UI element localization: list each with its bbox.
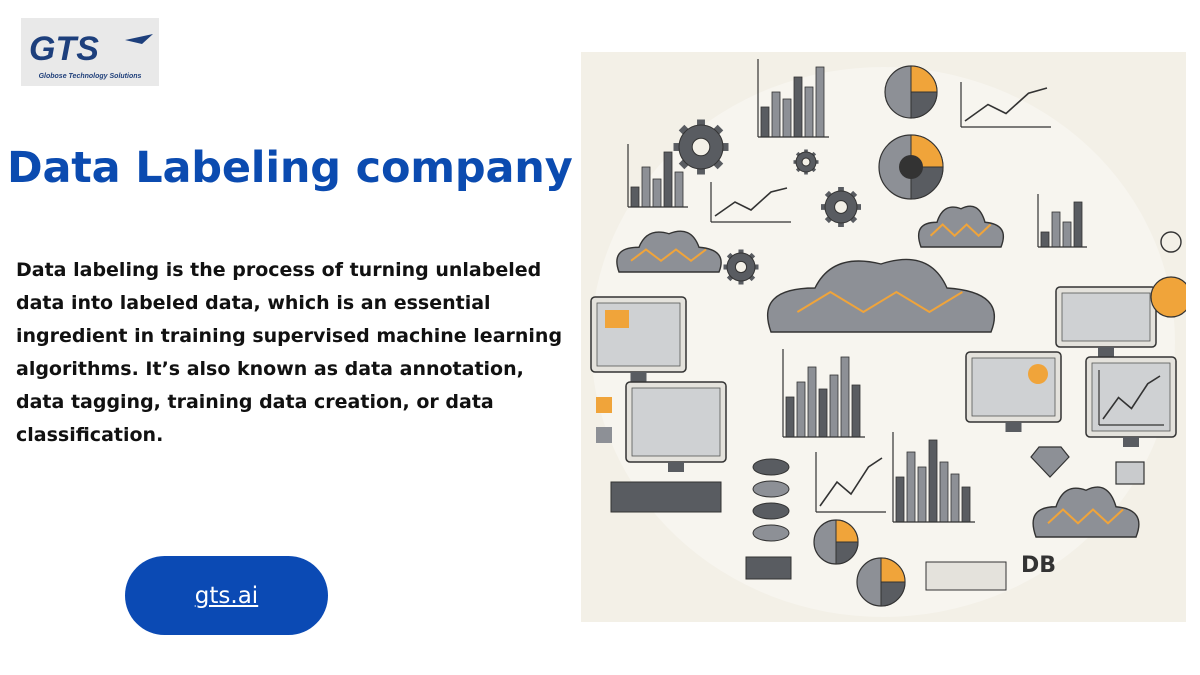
backdrop-shape bbox=[591, 67, 1175, 617]
center-bars-bar bbox=[785, 396, 795, 438]
atom-icon bbox=[1160, 231, 1182, 253]
top-bars-bar bbox=[771, 91, 781, 138]
keyboard-icon bbox=[610, 481, 722, 513]
top-pie-slice bbox=[910, 65, 938, 93]
right-bars-bar bbox=[1073, 201, 1083, 248]
lower-pie-slice bbox=[880, 557, 906, 583]
right-small-cloud-trend bbox=[929, 223, 992, 238]
top-bars-bar bbox=[793, 76, 803, 138]
db-label: DB bbox=[1021, 553, 1056, 578]
lower-left-pie-slice bbox=[835, 519, 859, 543]
lower-bars-bar bbox=[906, 451, 916, 523]
center-right-monitor-stand bbox=[1005, 422, 1022, 432]
left-monitor-stand bbox=[630, 372, 647, 382]
data-illustration: DB bbox=[581, 52, 1192, 622]
left-monitor-accent bbox=[605, 310, 629, 328]
website-link-button[interactable]: gts.ai bbox=[125, 556, 328, 635]
lower-bars-bar bbox=[950, 473, 960, 523]
right-bars-bar bbox=[1051, 211, 1061, 248]
left-cloud-icon bbox=[616, 230, 722, 273]
block-icon bbox=[745, 556, 792, 580]
mid-left-chart-line bbox=[714, 187, 788, 217]
right-top-monitor-stand bbox=[1098, 347, 1114, 357]
database-disk-icon bbox=[752, 524, 790, 542]
top-pie-slice bbox=[910, 91, 938, 119]
page-title: Data Labeling company bbox=[7, 143, 573, 193]
illustration-canvas: DB bbox=[590, 59, 1192, 617]
left-bars-bar bbox=[641, 166, 651, 208]
center-right-monitor-accent bbox=[1028, 364, 1048, 384]
lower-pie-slice bbox=[880, 581, 906, 607]
center-bars-bar bbox=[840, 356, 850, 438]
lower-bars-bar bbox=[928, 439, 938, 523]
database-disk-icon bbox=[752, 458, 790, 476]
lock-icon bbox=[1115, 461, 1145, 485]
description-text: Data labeling is the process of turning … bbox=[16, 259, 563, 446]
big-cloud-trend bbox=[796, 290, 963, 314]
top-bars-bar bbox=[782, 98, 792, 138]
lower-right-cloud-icon bbox=[1032, 486, 1140, 538]
top-left-gear-hole bbox=[691, 137, 711, 157]
tiny-gear-hole bbox=[801, 157, 811, 167]
lower-left-pie-slice bbox=[835, 541, 859, 565]
gts-logo-mark: GTS bbox=[29, 30, 153, 68]
lower-bars-bar bbox=[939, 461, 949, 523]
center-bars-bar bbox=[807, 366, 817, 438]
logo-swoosh-icon bbox=[125, 34, 153, 44]
lower-bars-bar bbox=[895, 476, 905, 523]
lower-bars-bar bbox=[917, 466, 927, 523]
small-square bbox=[596, 427, 612, 443]
lower-right-cloud-trend bbox=[1047, 508, 1124, 525]
small-accent-square bbox=[596, 397, 612, 413]
top-bars-bar bbox=[815, 66, 825, 138]
top-bars-bar bbox=[760, 106, 770, 138]
database-disk-icon bbox=[752, 480, 790, 498]
right-monitor-chart-line bbox=[1102, 375, 1161, 420]
right-edge-pie-icon bbox=[1150, 276, 1192, 318]
right-bars-bar bbox=[1040, 231, 1050, 248]
left-bars-bar bbox=[663, 151, 673, 208]
top-bars-bar bbox=[804, 86, 814, 138]
diamond-icon bbox=[1030, 446, 1070, 478]
right-small-cloud-icon bbox=[917, 205, 1005, 248]
center-bars-bar bbox=[818, 388, 828, 438]
left-bars-bar bbox=[674, 171, 684, 208]
left-cloud-trend bbox=[630, 248, 707, 262]
big-cloud-icon bbox=[766, 258, 996, 333]
mid-gear-hole bbox=[734, 260, 748, 274]
logo-tagline: Globose Technology Solutions bbox=[38, 73, 142, 80]
lower-left-monitor-stand bbox=[668, 462, 684, 472]
center-small-gear-hole bbox=[834, 200, 848, 214]
lower-chart-line bbox=[819, 457, 883, 507]
right-monitor-stand bbox=[1123, 437, 1139, 447]
company-logo: GTS Globose Technology Solutions bbox=[21, 18, 159, 86]
center-bars-bar bbox=[851, 384, 861, 438]
center-pie-hole bbox=[899, 155, 923, 179]
center-bars-bar bbox=[829, 374, 839, 438]
right-top-monitor-screen bbox=[1061, 292, 1151, 342]
logo-mark-text: GTS bbox=[29, 30, 99, 68]
left-bars-bar bbox=[652, 178, 662, 208]
lower-left-monitor-screen bbox=[631, 387, 721, 457]
database-disk-icon bbox=[752, 502, 790, 520]
top-right-chart-line bbox=[964, 87, 1048, 122]
lower-bars-bar bbox=[961, 486, 971, 523]
right-monitor-screen bbox=[1091, 362, 1171, 432]
right-bars-bar bbox=[1062, 221, 1072, 248]
center-bars-bar bbox=[796, 381, 806, 438]
left-bars-bar bbox=[630, 186, 640, 208]
table-card-icon bbox=[925, 561, 1007, 591]
